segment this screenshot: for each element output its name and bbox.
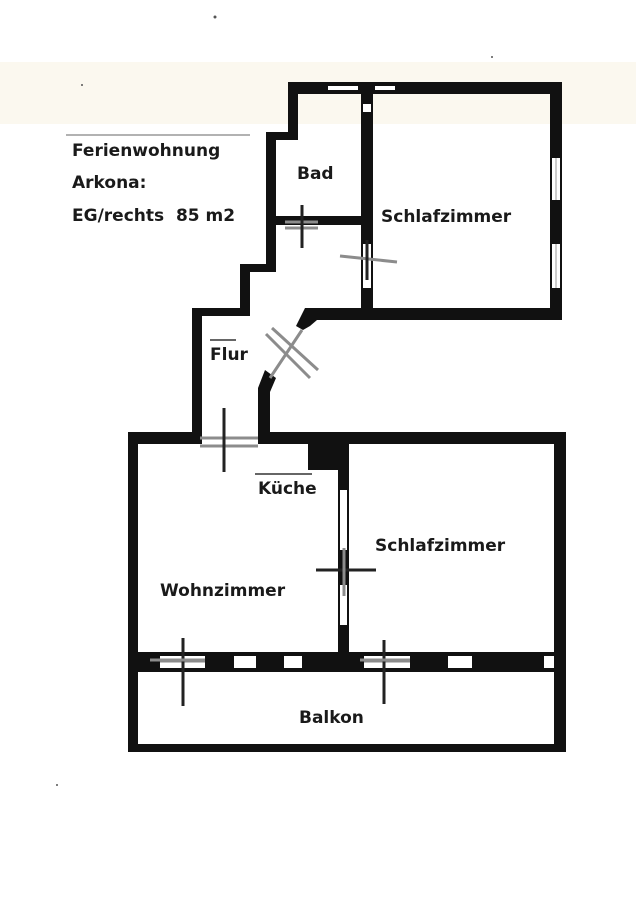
room-label-schlafzimmer-bottom: Schlafzimmer — [375, 536, 506, 556]
balcony-outline — [128, 672, 566, 752]
room-label-kueche: Küche — [258, 479, 317, 499]
scan-speck — [213, 15, 217, 19]
room-label-flur: Flur — [210, 345, 249, 365]
walls-top — [192, 82, 562, 444]
room-label-wohnzimmer: Wohnzimmer — [160, 581, 286, 601]
apartment-name: Ferienwohnung — [72, 141, 220, 161]
apartment-location: Arkona: — [72, 173, 146, 193]
windows-bottom — [160, 490, 554, 668]
room-label-balkon: Balkon — [299, 708, 364, 728]
apartment-floor-size: EG/rechts 85 m2 — [72, 206, 235, 226]
room-label-bad: Bad — [297, 164, 334, 184]
scan-speck — [81, 84, 83, 86]
room-label-schlafzimmer-top: Schlafzimmer — [381, 207, 512, 227]
doors-top — [200, 205, 398, 472]
scan-speck — [491, 56, 493, 58]
doors-bottom — [150, 548, 410, 706]
scan-speck — [56, 784, 58, 786]
